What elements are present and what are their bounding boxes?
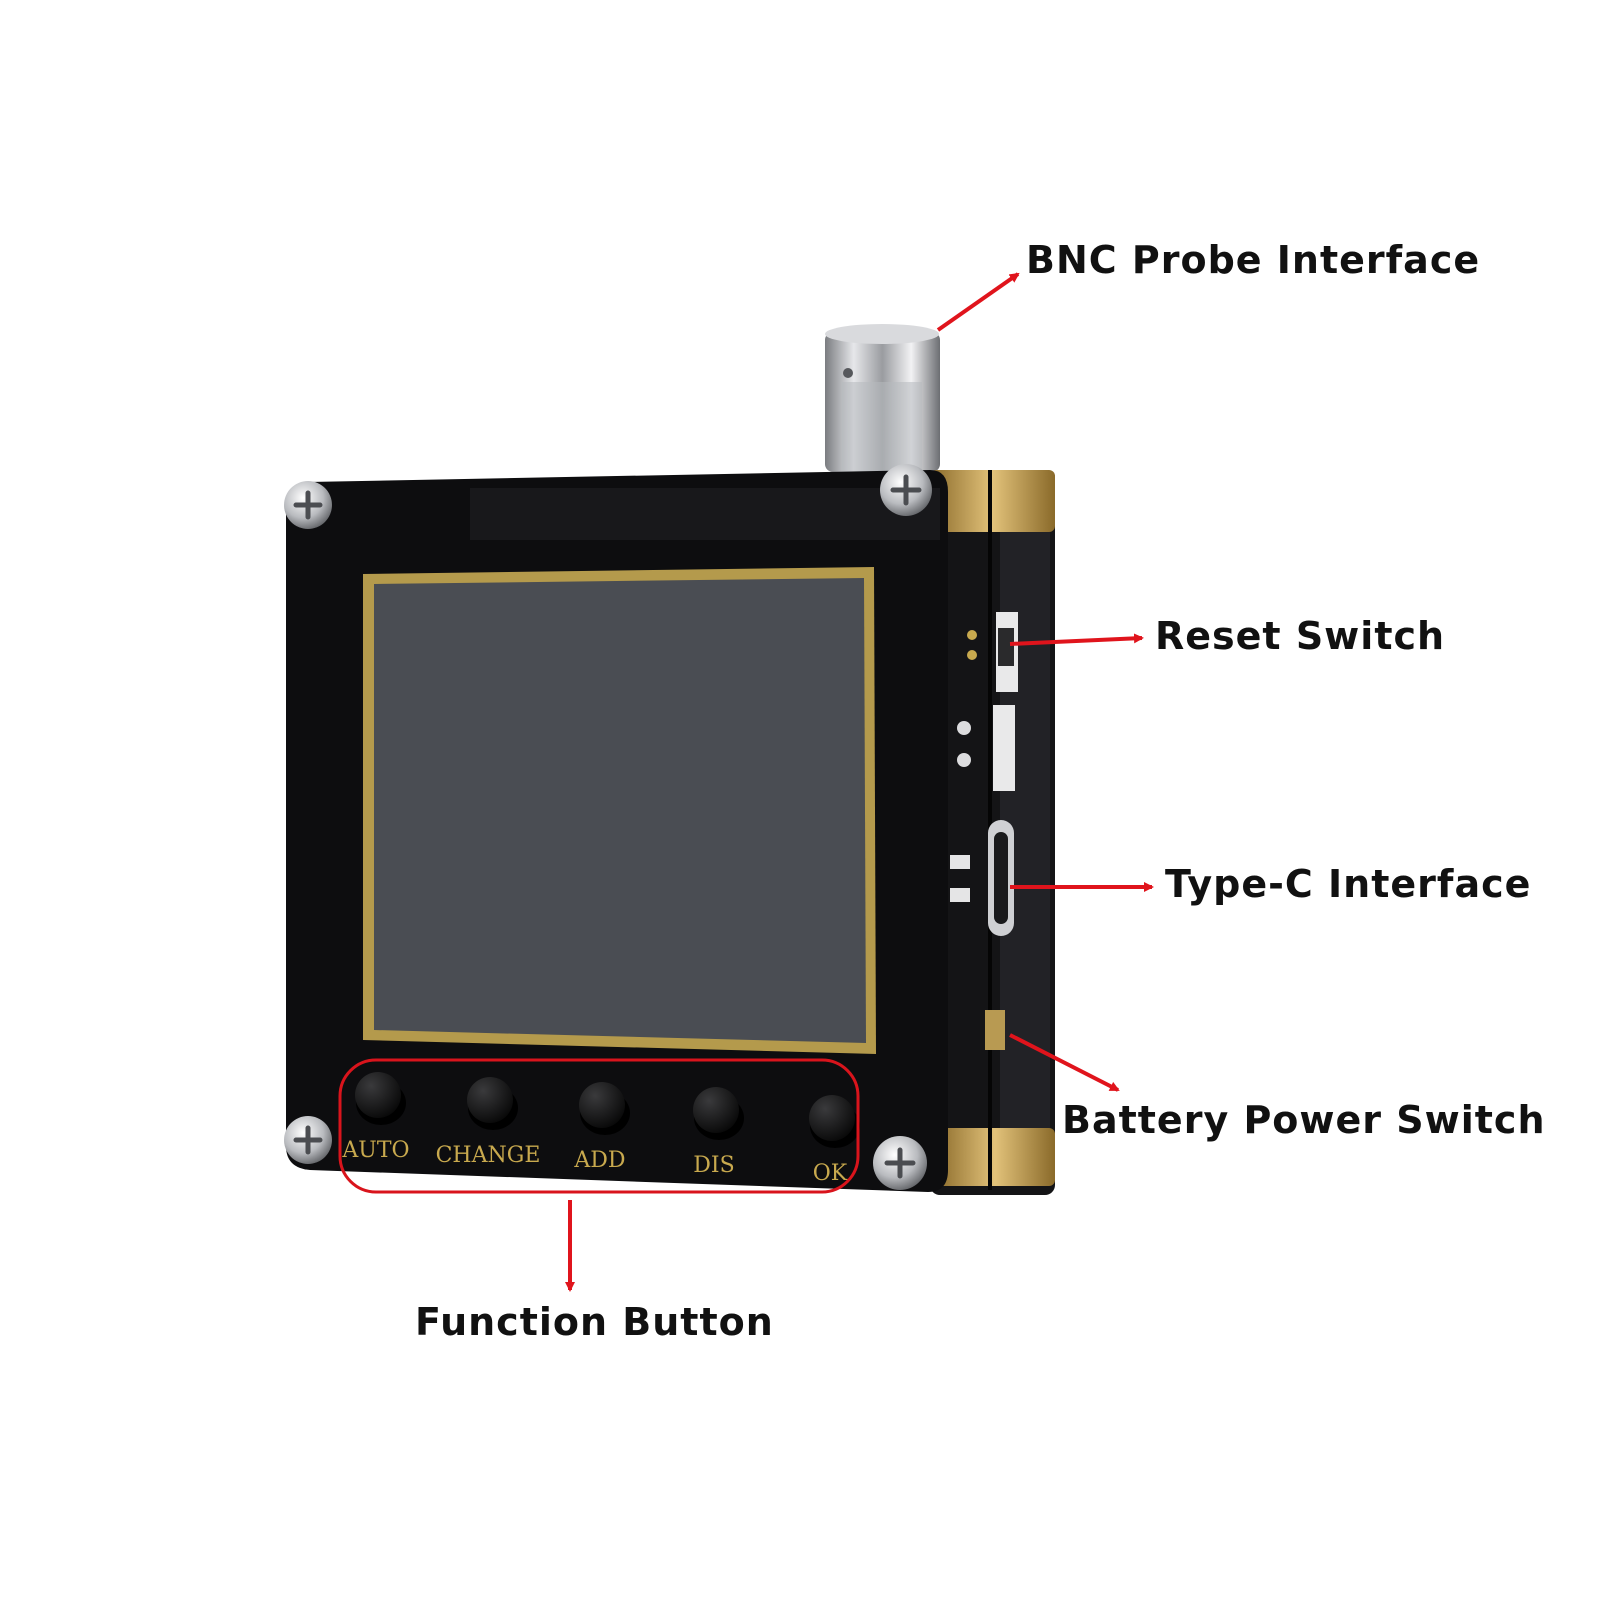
battery-switch [985, 1010, 1005, 1050]
screw-top-left-icon [284, 481, 332, 529]
button-knob[interactable] [579, 1082, 625, 1128]
label-reset-switch: Reset Switch [1155, 614, 1446, 658]
label-function-button: Function Button [415, 1300, 774, 1344]
lcd-screen [363, 567, 876, 1054]
button-knob[interactable] [809, 1095, 855, 1141]
button-change[interactable]: CHANGE [436, 1077, 541, 1168]
button-knob[interactable] [693, 1087, 739, 1133]
button-label: AUTO [341, 1138, 409, 1163]
arrow-reset [1009, 633, 1144, 646]
arrow-bnc [936, 272, 1020, 332]
screw-bottom-right-icon [873, 1136, 927, 1190]
type-c-port [950, 820, 1014, 936]
button-dis[interactable]: DIS [693, 1087, 744, 1178]
reset-switch [996, 612, 1018, 692]
screw-top-right-icon [880, 464, 932, 516]
button-add[interactable]: ADD [573, 1082, 630, 1173]
header-pins [957, 630, 1015, 791]
button-knob[interactable] [467, 1077, 513, 1123]
arrow-battery [1009, 1033, 1120, 1092]
function-button-highlight [338, 1058, 860, 1194]
button-label: OK [813, 1161, 848, 1186]
button-auto[interactable]: AUTO [341, 1072, 410, 1163]
button-knob[interactable] [355, 1072, 401, 1118]
screw-bottom-left-icon [284, 1116, 332, 1164]
label-type-c-interface: Type-C Interface [1165, 862, 1532, 906]
label-battery-power-switch: Battery Power Switch [1062, 1098, 1546, 1142]
button-label: ADD [573, 1148, 625, 1173]
button-label: DIS [693, 1153, 734, 1178]
bnc-connector [825, 324, 940, 472]
function-buttons: AUTO CHANGE ADD DIS OK [341, 1072, 860, 1186]
button-ok[interactable]: OK [809, 1095, 860, 1186]
label-bnc-probe-interface: BNC Probe Interface [1026, 238, 1481, 282]
button-label: CHANGE [436, 1143, 541, 1168]
